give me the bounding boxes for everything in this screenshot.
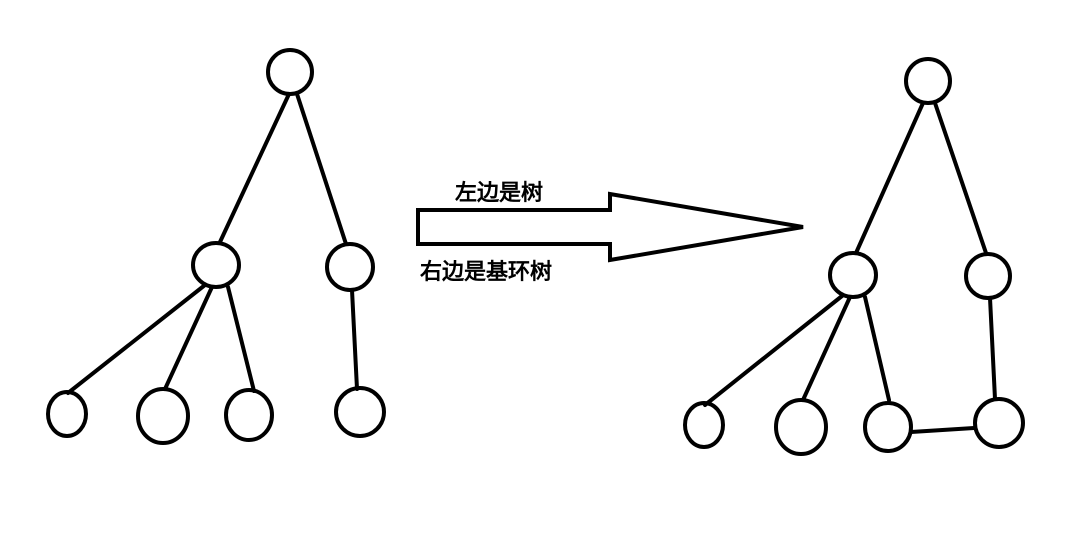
ptree-edge-right-leaf4 [988,296,997,401]
tree-edge-root-left [218,92,291,244]
tree-edge-mid-leaf2 [163,285,214,391]
ptree-edge-root-left [854,101,925,255]
transform-arrow [416,191,804,263]
tree-node-mid-left [191,241,241,289]
ptree-node-root [904,57,952,105]
caption-right-is-pseudotree: 右边是基环树 [420,259,552,285]
tree-edge-root-right [295,92,348,246]
tree-edge-right-leaf4 [350,288,359,391]
tree-node-leaf-3 [224,388,274,442]
tree-node-leaf-4 [334,386,386,438]
ptree-edge-root-right [933,101,988,255]
ptree-edge-mid-leaf1 [703,294,844,407]
ptree-node-mid-left [828,251,878,299]
tree-edge-mid-leaf3 [226,285,256,393]
tree-node-mid-right [325,242,375,292]
ptree-node-mid-right [964,252,1012,300]
tree-node-leaf-1 [46,390,88,438]
tree-node-leaf-2 [136,387,190,445]
ptree-node-leaf-3 [863,401,913,453]
caption-left-is-tree: 左边是树 [455,180,543,206]
arrow-shape [416,191,804,263]
ptree-node-leaf-1 [683,401,725,449]
ptree-edge-mid-leaf3 [863,295,891,402]
left-tree [46,48,386,445]
right-pseudotree [683,57,1025,456]
tree-edge-mid-leaf1 [66,283,207,395]
ptree-node-leaf-2 [774,398,828,456]
tree-node-root [266,48,314,96]
ptree-edge-mid-leaf2 [801,295,852,402]
ptree-node-leaf-4 [973,397,1025,449]
ptree-edge-cycle [909,426,976,434]
